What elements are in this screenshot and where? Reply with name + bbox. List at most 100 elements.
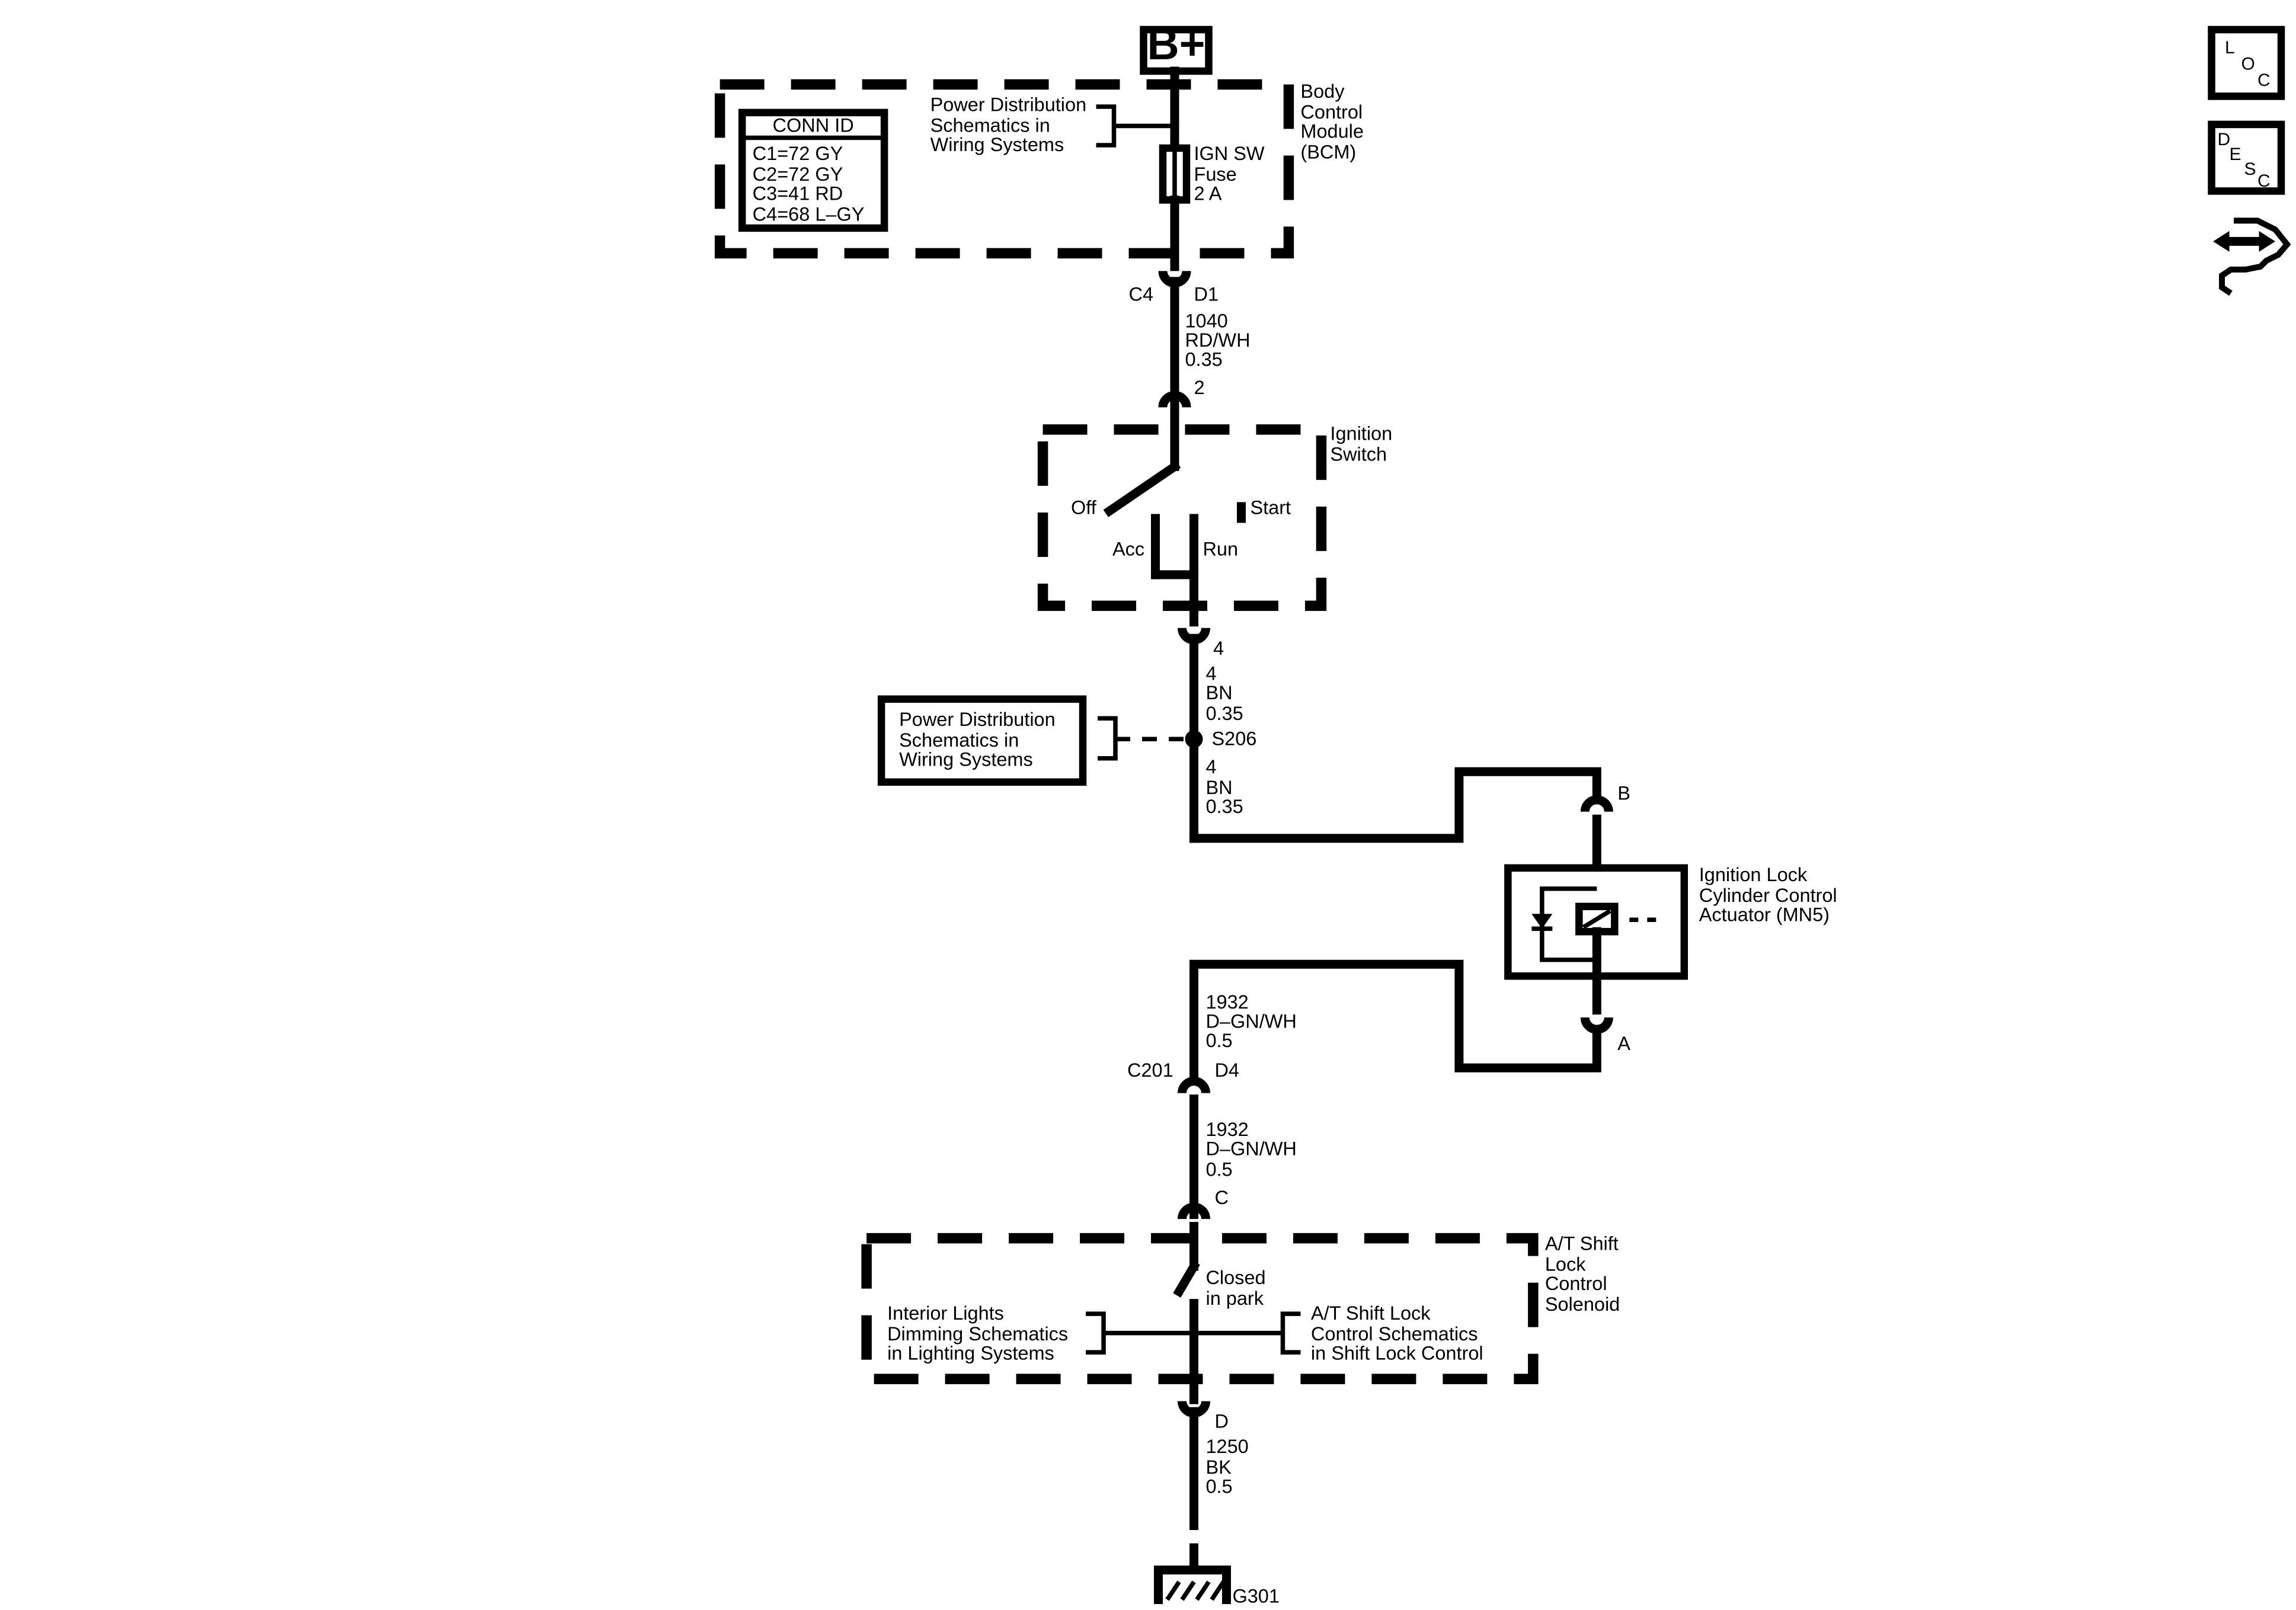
wire-1932-bottom-label: 1932 D–GN/WH 0.5 bbox=[1205, 1119, 1296, 1180]
ign-sw-fuse: IGN SW Fuse 2 A bbox=[1159, 143, 1265, 204]
ground-g301: G301 bbox=[1153, 1566, 1280, 1607]
ignition-switch-boundary bbox=[1037, 424, 1327, 612]
svg-text:(BCM): (BCM) bbox=[1300, 141, 1356, 162]
svg-text:in park: in park bbox=[1205, 1288, 1264, 1309]
svg-text:0.5: 0.5 bbox=[1205, 1476, 1232, 1497]
svg-text:4: 4 bbox=[1205, 662, 1216, 684]
actuator-title: Ignition Lock Cylinder Control Actuator … bbox=[1699, 864, 1837, 925]
connector-c4: C4 D1 bbox=[1129, 270, 1219, 305]
svg-text:Closed: Closed bbox=[1205, 1267, 1265, 1288]
location-icon: L O C bbox=[2225, 38, 2271, 90]
actuator-pin-a: A bbox=[1580, 1017, 1630, 1054]
svg-text:Solenoid: Solenoid bbox=[1545, 1294, 1620, 1315]
svg-text:Actuator (MN5): Actuator (MN5) bbox=[1699, 904, 1830, 926]
svg-text:Ignition Lock: Ignition Lock bbox=[1699, 864, 1808, 885]
pos-off: Off bbox=[1071, 497, 1097, 518]
ignition-switch-blade bbox=[1103, 460, 1181, 517]
bcm-power-distribution-ref: Power Distribution Schematics in Wiring … bbox=[930, 94, 1179, 155]
pos-start: Start bbox=[1250, 497, 1291, 518]
svg-text:1250: 1250 bbox=[1205, 1436, 1248, 1457]
ignition-switch-pin-4: 4 bbox=[1177, 628, 1224, 659]
bcm-title: Body Control Module (BCM) bbox=[1300, 81, 1364, 162]
svg-text:Control: Control bbox=[1545, 1273, 1607, 1294]
svg-text:2: 2 bbox=[1194, 377, 1204, 398]
svg-text:Wiring Systems: Wiring Systems bbox=[930, 134, 1064, 155]
splice-s206: S206 bbox=[1185, 728, 1256, 749]
svg-text:0.35: 0.35 bbox=[1205, 796, 1243, 817]
actuator-pin-b: B bbox=[1580, 783, 1630, 812]
park-switch-blade bbox=[1173, 1260, 1200, 1298]
svg-text:L: L bbox=[2225, 38, 2235, 57]
svg-text:0.5: 0.5 bbox=[1205, 1159, 1232, 1180]
svg-text:S206: S206 bbox=[1211, 728, 1256, 749]
conn-id-table: CONN ID C1=72 GY C2=72 GY C3=41 RD C4=68… bbox=[738, 108, 888, 232]
connector-end-view-button[interactable] bbox=[2213, 217, 2291, 296]
svg-text:BN: BN bbox=[1205, 777, 1232, 798]
svg-text:A/T Shift Lock: A/T Shift Lock bbox=[1311, 1302, 1431, 1324]
svg-text:2 A: 2 A bbox=[1194, 183, 1221, 204]
svg-text:D: D bbox=[2218, 130, 2231, 149]
b-plus-power-source: B+ bbox=[1140, 19, 1213, 75]
svg-text:1932: 1932 bbox=[1205, 991, 1248, 1013]
svg-text:Body: Body bbox=[1300, 81, 1345, 102]
svg-text:A/T Shift: A/T Shift bbox=[1545, 1233, 1619, 1254]
shift-lock-pin-d: D bbox=[1177, 1400, 1229, 1432]
splice-power-distribution-ref: Power Distribution Schematics in Wiring … bbox=[877, 695, 1185, 786]
wire-4-top-label: 4 BN 0.35 bbox=[1205, 662, 1243, 724]
svg-text:0.35: 0.35 bbox=[1185, 348, 1222, 370]
svg-text:G301: G301 bbox=[1232, 1586, 1279, 1607]
shift-lock-boundary bbox=[861, 1233, 1539, 1384]
wire-4-bottom-label: 4 BN 0.35 bbox=[1205, 756, 1243, 817]
svg-text:S: S bbox=[2244, 159, 2256, 179]
shift-lock-control-ref: A/T Shift Lock Control Schematics in Shi… bbox=[1280, 1302, 1483, 1364]
svg-text:4: 4 bbox=[1205, 756, 1216, 777]
connector-c201: C201 D4 bbox=[1127, 1060, 1239, 1094]
svg-text:Power Distribution: Power Distribution bbox=[930, 94, 1087, 115]
conn-id-header: CONN ID bbox=[773, 114, 854, 136]
svg-text:C: C bbox=[2257, 171, 2271, 191]
svg-text:Dimming Schematics: Dimming Schematics bbox=[887, 1323, 1068, 1345]
svg-text:Control Schematics: Control Schematics bbox=[1311, 1323, 1478, 1345]
svg-text:0.35: 0.35 bbox=[1205, 703, 1243, 724]
conn-id-row: C1=72 GY bbox=[753, 143, 843, 164]
svg-text:D–GN/WH: D–GN/WH bbox=[1205, 1011, 1296, 1032]
svg-text:Switch: Switch bbox=[1330, 443, 1387, 465]
ignition-switch-title: Ignition Switch bbox=[1330, 422, 1392, 465]
wire-1250-label: 1250 BK 0.5 bbox=[1205, 1436, 1248, 1497]
conn-id-row: C3=41 RD bbox=[753, 183, 843, 204]
shift-lock-title: A/T Shift Lock Control Solenoid bbox=[1545, 1233, 1620, 1315]
svg-text:D1: D1 bbox=[1194, 283, 1219, 305]
svg-text:Lock: Lock bbox=[1545, 1254, 1586, 1275]
loc-button[interactable]: L O C bbox=[2208, 25, 2285, 100]
wire-1040-label: 1040 RD/WH 0.35 bbox=[1185, 310, 1250, 370]
interior-lights-ref: Interior Lights Dimming Schematics in Li… bbox=[887, 1302, 1106, 1364]
svg-text:0.5: 0.5 bbox=[1205, 1030, 1232, 1051]
conn-id-row: C4=68 L–GY bbox=[753, 203, 865, 225]
svg-text:Interior Lights: Interior Lights bbox=[887, 1302, 1004, 1324]
svg-text:Power Distribution: Power Distribution bbox=[899, 709, 1056, 730]
svg-text:IGN SW: IGN SW bbox=[1194, 143, 1264, 164]
svg-text:BN: BN bbox=[1205, 682, 1232, 703]
ignition-switch-pin-2: 2 bbox=[1158, 377, 1205, 408]
svg-text:Wiring Systems: Wiring Systems bbox=[899, 748, 1033, 770]
conn-id-row: C2=72 GY bbox=[753, 164, 843, 185]
svg-text:D: D bbox=[1214, 1411, 1228, 1432]
svg-text:in Shift Lock Control: in Shift Lock Control bbox=[1311, 1343, 1483, 1364]
svg-text:1040: 1040 bbox=[1185, 310, 1227, 331]
svg-text:Cylinder Control: Cylinder Control bbox=[1699, 885, 1837, 906]
svg-text:Module: Module bbox=[1300, 120, 1364, 142]
svg-text:A: A bbox=[1617, 1033, 1630, 1054]
desc-button[interactable]: D E S C bbox=[2208, 120, 2285, 195]
svg-text:E: E bbox=[2230, 145, 2241, 164]
svg-text:Fuse: Fuse bbox=[1194, 164, 1236, 185]
svg-text:D–GN/WH: D–GN/WH bbox=[1205, 1138, 1296, 1160]
svg-text:Ignition: Ignition bbox=[1330, 422, 1392, 444]
b-plus-label: B+ bbox=[1147, 19, 1205, 69]
svg-text:C: C bbox=[2257, 71, 2271, 90]
svg-text:C4: C4 bbox=[1129, 283, 1154, 305]
svg-text:C: C bbox=[1214, 1187, 1228, 1208]
shift-lock-pin-c: C bbox=[1177, 1187, 1229, 1219]
svg-text:B: B bbox=[1617, 783, 1630, 804]
svg-text:C201: C201 bbox=[1127, 1060, 1173, 1081]
